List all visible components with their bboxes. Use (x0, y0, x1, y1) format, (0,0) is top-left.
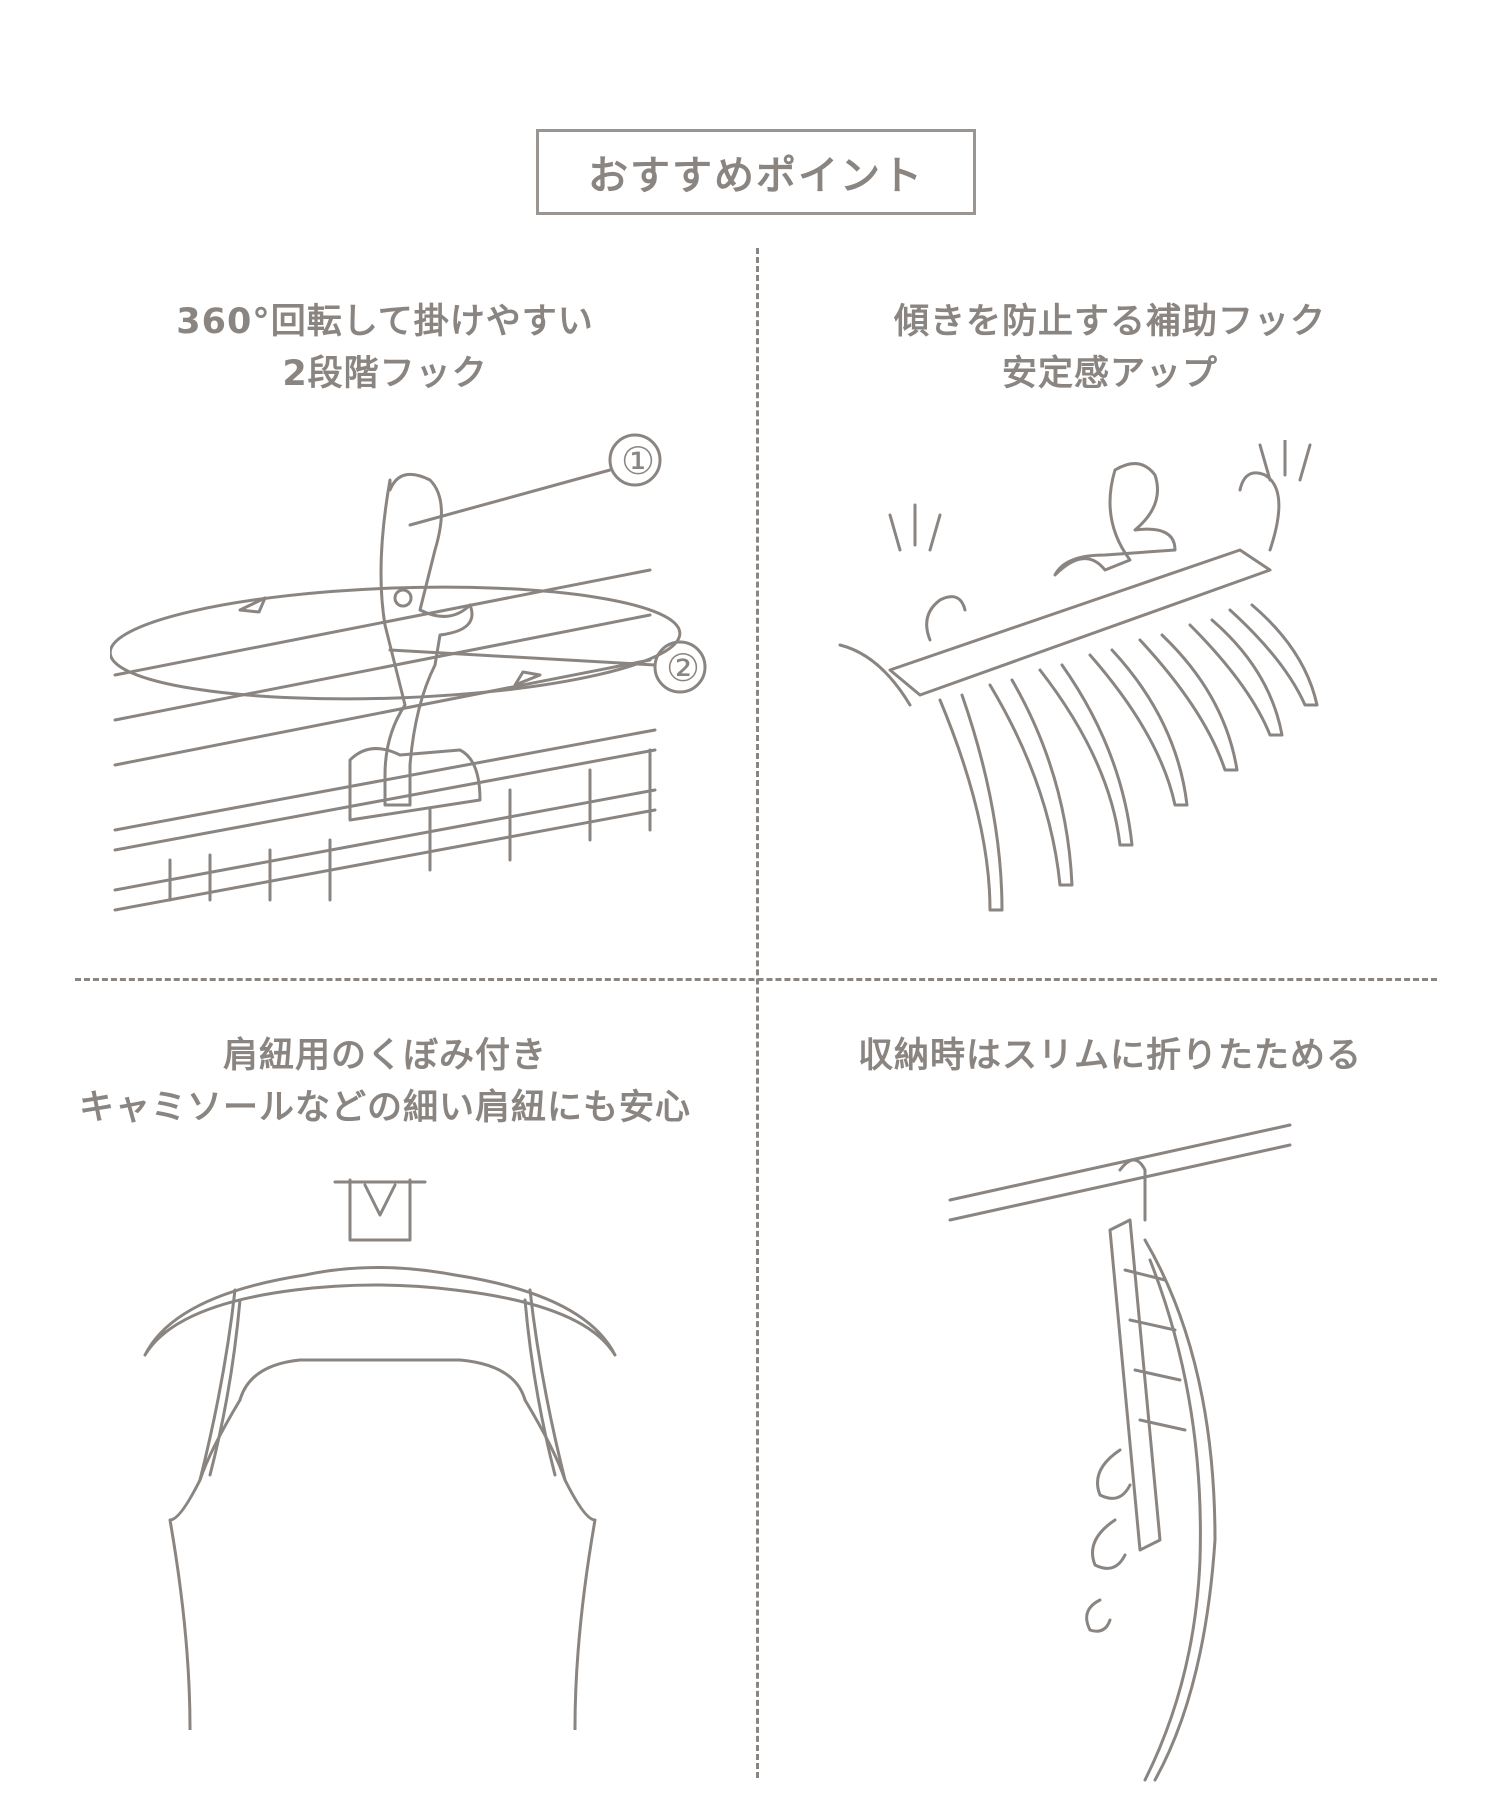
vertical-divider (756, 248, 759, 1778)
support-hook-illustration (838, 440, 1319, 912)
point-2-line-2: 安定感アップ (1001, 354, 1218, 394)
point-4-line-1: 収納時はスリムに折りたためる (857, 1036, 1362, 1076)
point-1-line-1: 360°回転して掛けやすい (176, 302, 594, 342)
point-3-line-1: 肩紐用のくぼみ付き (222, 1036, 547, 1076)
point-1-heading: 360°回転して掛けやすい 2段階フック (25, 296, 745, 400)
point-1-line-2: 2段階フック (282, 354, 488, 394)
callout-1: ① (621, 439, 655, 483)
horizontal-divider (75, 978, 1437, 981)
callout-2: ② (666, 646, 700, 690)
point-2-line-1: 傾きを防止する補助フック (893, 302, 1326, 342)
point-2-heading: 傾きを防止する補助フック 安定感アップ (750, 296, 1470, 400)
rotating-hook-illustration: ① ② (110, 433, 707, 912)
point-4-heading: 収納時はスリムに折りたためる (750, 1030, 1470, 1082)
point-3-line-2: キャミソールなどの細い肩紐にも安心 (78, 1088, 691, 1128)
section-title: おすすめポイント (536, 129, 976, 215)
point-3-heading: 肩紐用のくぼみ付き キャミソールなどの細い肩紐にも安心 (25, 1030, 745, 1134)
folded-hanger-illustration (948, 1123, 1292, 1782)
camisole-hanger-illustration (143, 1178, 617, 1730)
